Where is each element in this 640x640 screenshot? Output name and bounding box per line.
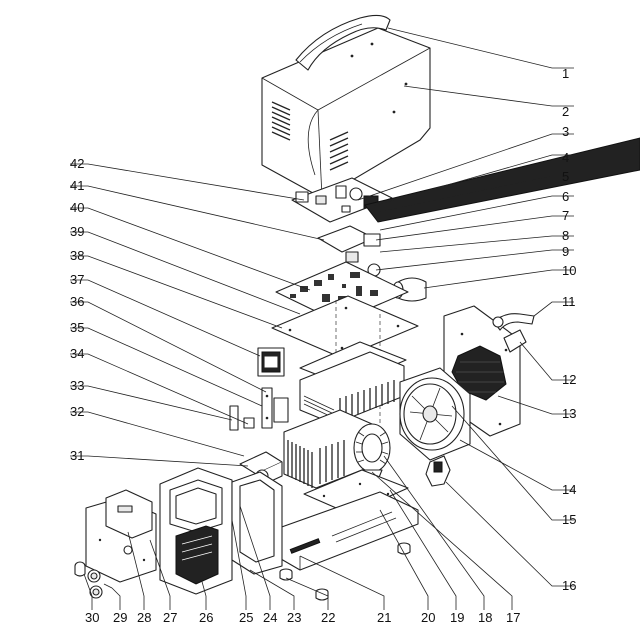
upper-heatsink bbox=[299, 351, 405, 425]
callout-9: 9 bbox=[562, 244, 569, 259]
callout-37: 37 bbox=[70, 272, 84, 287]
callout-5: 5 bbox=[562, 169, 569, 184]
callout-39: 39 bbox=[70, 224, 84, 239]
transformer bbox=[257, 347, 285, 377]
cooling-fan bbox=[399, 367, 471, 461]
black-strip bbox=[364, 137, 640, 223]
carry-handle bbox=[295, 14, 391, 71]
callout-33: 33 bbox=[70, 378, 84, 393]
callout-labels: 1 2 3 4 5 6 7 8 9 10 11 12 13 14 15 16 1… bbox=[70, 66, 576, 625]
bottom-chassis bbox=[261, 491, 419, 571]
callout-6: 6 bbox=[562, 189, 569, 204]
callout-11: 11 bbox=[562, 294, 576, 309]
callout-41: 41 bbox=[70, 178, 84, 193]
lower-heatsink bbox=[283, 409, 373, 489]
callout-2: 2 bbox=[562, 104, 569, 119]
callout-38: 38 bbox=[70, 248, 84, 263]
front-frame bbox=[159, 467, 233, 595]
callout-14: 14 bbox=[562, 482, 576, 497]
leader-lines bbox=[70, 27, 574, 610]
callout-16: 16 bbox=[562, 578, 576, 593]
callout-27: 27 bbox=[163, 610, 177, 625]
callout-36: 36 bbox=[70, 294, 84, 309]
callout-34: 34 bbox=[70, 346, 84, 361]
callout-13: 13 bbox=[562, 406, 576, 421]
display-board bbox=[105, 489, 153, 539]
callout-10: 10 bbox=[562, 263, 576, 278]
housing-cover bbox=[261, 27, 431, 199]
foot-clamp bbox=[425, 455, 451, 487]
callout-17: 17 bbox=[506, 610, 520, 625]
callout-31: 31 bbox=[70, 448, 84, 463]
callout-21: 21 bbox=[377, 610, 391, 625]
callout-8: 8 bbox=[562, 228, 569, 243]
callout-15: 15 bbox=[562, 512, 576, 527]
callout-7: 7 bbox=[562, 208, 569, 223]
callout-19: 19 bbox=[450, 610, 464, 625]
callout-28: 28 bbox=[137, 610, 151, 625]
callout-23: 23 bbox=[287, 610, 301, 625]
callout-24: 24 bbox=[263, 610, 277, 625]
callout-4: 4 bbox=[562, 150, 569, 165]
callout-3: 3 bbox=[562, 124, 569, 139]
frame-gasket bbox=[231, 471, 283, 575]
callout-25: 25 bbox=[239, 610, 253, 625]
callout-20: 20 bbox=[421, 610, 435, 625]
callout-30: 30 bbox=[85, 610, 99, 625]
callout-22: 22 bbox=[321, 610, 335, 625]
callout-18: 18 bbox=[478, 610, 492, 625]
callout-26: 26 bbox=[199, 610, 213, 625]
small-brackets bbox=[229, 387, 289, 431]
callout-32: 32 bbox=[70, 404, 84, 419]
callout-42: 42 bbox=[70, 156, 84, 171]
control-board-group bbox=[291, 177, 427, 302]
knobs bbox=[74, 561, 113, 599]
callout-40: 40 bbox=[70, 200, 84, 215]
callout-1: 1 bbox=[562, 66, 569, 81]
callout-29: 29 bbox=[113, 610, 127, 625]
callout-35: 35 bbox=[70, 320, 84, 335]
callout-12: 12 bbox=[562, 372, 576, 387]
